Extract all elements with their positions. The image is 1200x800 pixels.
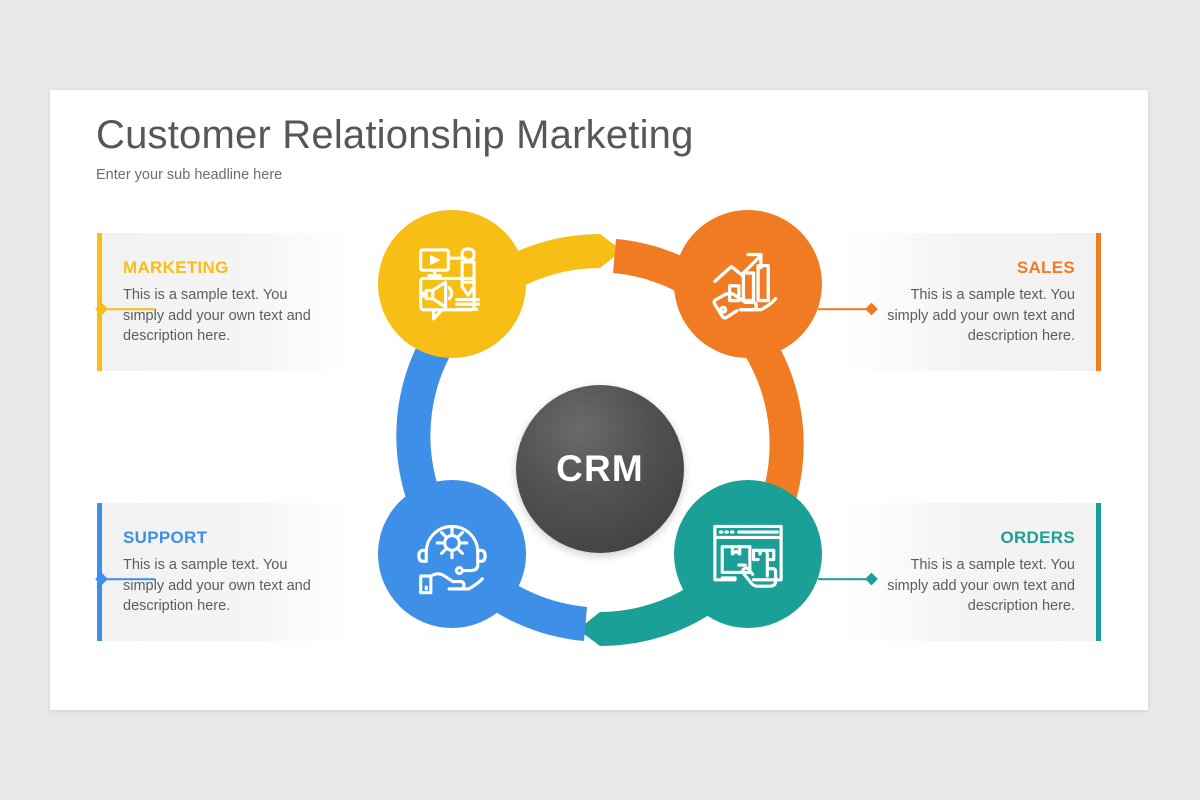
connector-support: [95, 572, 155, 586]
card-title-orders: ORDERS: [1000, 528, 1075, 547]
support-headset-gear-icon: [417, 524, 487, 595]
info-card-marketing[interactable]: MARKETING This is a sample text. You sim…: [97, 233, 353, 371]
connector-orders: [818, 572, 878, 586]
connector-line-sales: [818, 308, 869, 310]
card-body-support: This is a sample text. You simply add yo…: [123, 557, 311, 615]
info-card-sales[interactable]: SALES This is a sample text. You simply …: [845, 233, 1101, 371]
center-crm-label: CRM: [556, 448, 644, 489]
icon-circle-support[interactable]: [378, 480, 526, 628]
page-title: Customer Relationship Marketing: [96, 113, 694, 157]
card-body-marketing: This is a sample text. You simply add yo…: [123, 287, 311, 345]
connector-diamond-sales: [865, 302, 878, 316]
slide-header: Customer Relationship Marketing Enter yo…: [96, 113, 694, 183]
icon-circle-sales[interactable]: [674, 210, 822, 358]
connector-line-support: [104, 578, 155, 580]
connector-line-orders: [818, 578, 869, 580]
card-body-orders: This is a sample text. You simply add yo…: [887, 557, 1075, 615]
info-card-support[interactable]: SUPPORT This is a sample text. You simpl…: [97, 503, 353, 641]
icon-circle-marketing[interactable]: [378, 210, 526, 358]
card-body-sales: This is a sample text. You simply add yo…: [887, 287, 1075, 345]
connector-marketing: [95, 302, 155, 316]
orders-browser-package-icon: [713, 524, 783, 588]
card-accent-bar-orders: [1096, 503, 1101, 641]
info-card-orders[interactable]: ORDERS This is a sample text. You simply…: [845, 503, 1101, 641]
icon-circle-orders[interactable]: [674, 480, 822, 628]
connector-sales: [818, 302, 878, 316]
connector-diamond-orders: [865, 572, 878, 586]
page-subtitle: Enter your sub headline here: [96, 166, 283, 183]
card-title-support: SUPPORT: [123, 528, 208, 547]
marketing-megaphone-icon: [419, 247, 481, 321]
sales-growth-hand-icon: [712, 252, 778, 320]
card-accent-bar-sales: [1096, 233, 1101, 371]
card-accent-bar-marketing: [97, 233, 102, 371]
center-crm-circle[interactable]: CRM: [516, 385, 684, 553]
crm-cycle-diagram: CRM: [360, 210, 840, 670]
card-accent-bar-support: [97, 503, 102, 641]
card-title-sales: SALES: [1016, 258, 1075, 277]
connector-line-marketing: [104, 308, 155, 310]
slide-canvas: Customer Relationship Marketing Enter yo…: [50, 90, 1148, 710]
card-title-marketing: MARKETING: [123, 258, 229, 277]
